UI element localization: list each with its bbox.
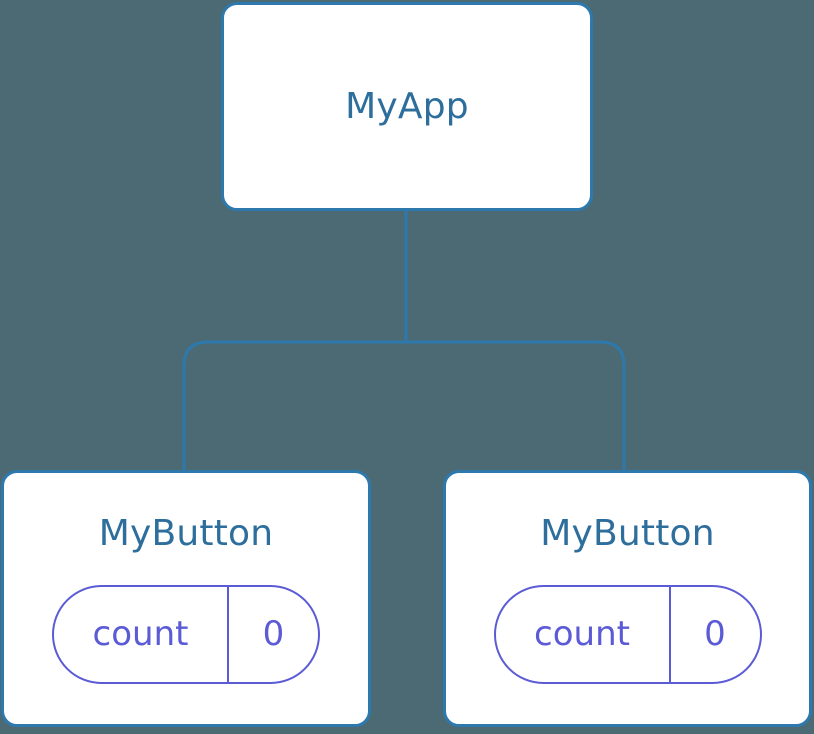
node-mybutton-left-title: MyButton — [98, 513, 274, 554]
state-pill-count-right[interactable]: count 0 — [493, 584, 762, 684]
node-mybutton-left[interactable]: MyButton count 0 — [1, 470, 371, 727]
state-pill-count-left[interactable]: count 0 — [52, 584, 320, 684]
node-mybutton-right-title: MyButton — [540, 513, 715, 554]
edge-root-to-button-right — [406, 340, 626, 472]
node-mybutton-right[interactable]: MyButton count 0 — [443, 470, 812, 727]
edge-root-to-button-left — [182, 340, 406, 472]
state-value-left: 0 — [262, 614, 285, 655]
state-value-right: 0 — [704, 614, 726, 655]
state-key-label-right: count — [496, 586, 671, 682]
node-myapp-title: MyApp — [345, 85, 469, 127]
node-myapp[interactable]: MyApp — [221, 2, 593, 211]
state-key-label-left: count — [54, 586, 229, 682]
